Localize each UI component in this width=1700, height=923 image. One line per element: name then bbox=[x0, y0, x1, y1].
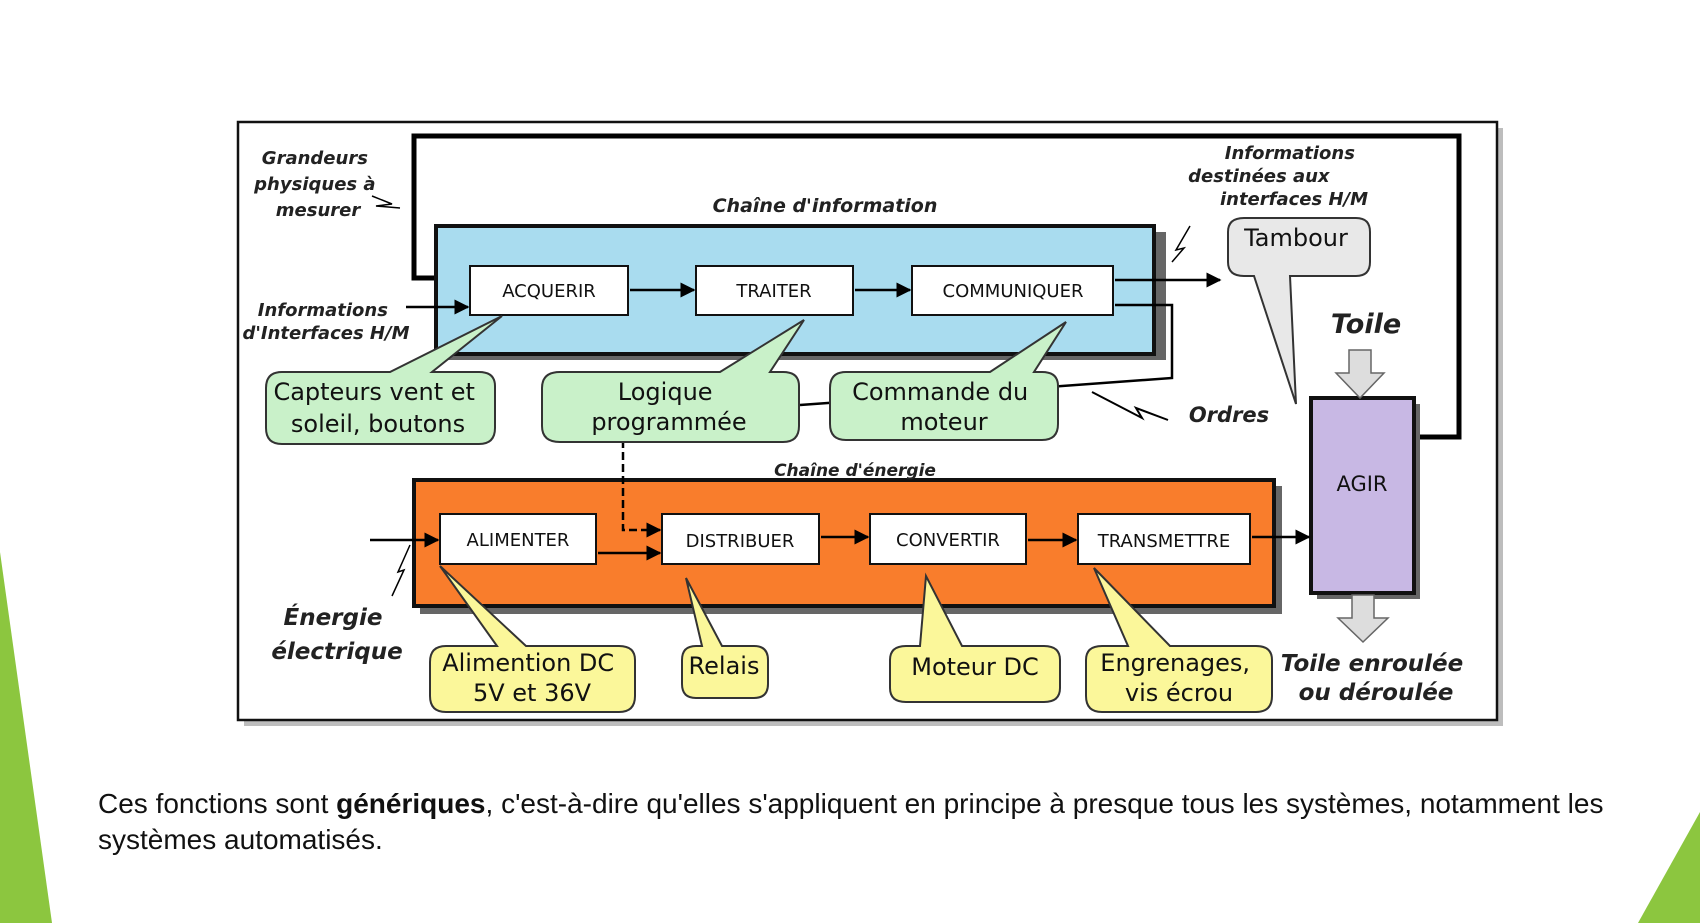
feedback-loop-line bbox=[411, 133, 1462, 440]
energie-label: Énergie électrique bbox=[271, 603, 402, 665]
convertir-label: CONVERTIR bbox=[896, 530, 1000, 551]
traiter-box bbox=[695, 265, 854, 316]
energie-line-1: Énergie bbox=[284, 603, 383, 631]
callout-moteur-text: Moteur DC bbox=[911, 653, 1039, 681]
ordres-label: Ordres bbox=[1189, 403, 1269, 427]
informations-hm-line-1: Informations bbox=[258, 300, 388, 321]
toile-out-arrow bbox=[1336, 594, 1390, 644]
info-destinees-line-3: interfaces H/M bbox=[1220, 189, 1368, 210]
info-destinees-line-2: destinées aux bbox=[1188, 166, 1331, 187]
capteurs-line-2: soleil, boutons bbox=[291, 410, 465, 438]
callout-relais bbox=[681, 577, 769, 699]
caption-after: , c'est-à-dire qu'elles s'appliquent en … bbox=[98, 788, 1604, 855]
alimentation-line-1: Alimention DC bbox=[442, 649, 614, 677]
right-green-accent bbox=[1638, 812, 1700, 923]
zigzag-informations-out bbox=[1171, 225, 1191, 263]
callout-capteurs bbox=[265, 315, 503, 445]
communiquer-box bbox=[911, 265, 1114, 316]
informations-hm-label: Informations d'Interfaces H/M bbox=[243, 300, 410, 344]
engrenages-line-1: Engrenages, bbox=[1100, 649, 1250, 677]
zigzag-ordres bbox=[1091, 391, 1169, 421]
logique-line-2: programmée bbox=[591, 408, 746, 436]
agir-label: AGIR bbox=[1336, 472, 1387, 496]
callout-commande-text: Commande du moteur bbox=[852, 378, 1036, 436]
toile-out-line-2: ou déroulée bbox=[1299, 680, 1454, 706]
grandeurs-line-1: Grandeurs bbox=[262, 148, 368, 169]
callout-alimentation-text: Alimention DC 5V et 36V bbox=[442, 649, 622, 707]
transmettre-label: TRANSMETTRE bbox=[1097, 531, 1230, 552]
callout-logique bbox=[541, 319, 805, 443]
grandeurs-line-3: mesurer bbox=[276, 200, 362, 221]
capteurs-line-1: Capteurs vent et bbox=[273, 378, 474, 406]
callout-commande bbox=[829, 321, 1067, 441]
slide-caption: Ces fonctions sont génériques, c'est-à-d… bbox=[98, 786, 1618, 858]
commande-line-2: moteur bbox=[900, 408, 987, 436]
left-green-accent bbox=[0, 552, 52, 923]
engrenages-line-2: vis écrou bbox=[1125, 679, 1233, 707]
distribuer-label: DISTRIBUER bbox=[686, 531, 795, 552]
caption-bold: génériques bbox=[336, 788, 486, 819]
callout-tambour bbox=[1227, 217, 1371, 405]
traiter-label: TRAITER bbox=[735, 281, 811, 302]
convertir-box bbox=[869, 513, 1027, 565]
distribuer-box bbox=[661, 513, 820, 565]
zigzag-energie bbox=[391, 544, 411, 597]
energie-line-2: électrique bbox=[271, 639, 402, 665]
zigzag-grandeurs bbox=[371, 195, 401, 209]
callout-moteur bbox=[889, 572, 1061, 703]
grandeurs-line-2: physiques à bbox=[253, 174, 375, 195]
info-destinees-line-1: Informations bbox=[1225, 143, 1355, 164]
logique-line-1: Logique bbox=[618, 378, 713, 406]
info-chain-title: Chaîne d'information bbox=[713, 195, 938, 217]
communiquer-label: COMMUNIQUER bbox=[943, 281, 1084, 302]
toile-in-label: Toile bbox=[1331, 309, 1401, 340]
caption-before: Ces fonctions sont bbox=[98, 788, 337, 819]
alimentation-line-2: 5V et 36V bbox=[473, 679, 592, 707]
acquerir-box bbox=[469, 265, 629, 316]
callout-logique-text: Logique programmée bbox=[591, 378, 746, 436]
toile-out-label: Toile enroulée ou déroulée bbox=[1281, 651, 1472, 706]
toile-out-line-1: Toile enroulée bbox=[1281, 651, 1463, 677]
callout-capteurs-text: Capteurs vent et soleil, boutons bbox=[273, 378, 482, 438]
informations-hm-line-2: d'Interfaces H/M bbox=[243, 323, 410, 344]
callout-engrenages bbox=[1085, 567, 1273, 713]
energy-chain-title: Chaîne d'énergie bbox=[774, 461, 936, 481]
commande-line-1: Commande du bbox=[852, 378, 1028, 406]
grandeurs-label: Grandeurs physiques à mesurer bbox=[253, 148, 382, 221]
callout-alimentation bbox=[429, 565, 636, 713]
callout-tambour-text: Tambour bbox=[1243, 224, 1348, 252]
transmettre-box bbox=[1077, 513, 1251, 565]
logique-to-distribuer-line bbox=[621, 440, 662, 538]
alimenter-box bbox=[439, 513, 597, 565]
callout-engrenages-text: Engrenages, vis écrou bbox=[1100, 649, 1257, 707]
acquerir-label: ACQUERIR bbox=[502, 281, 596, 302]
alimenter-label: ALIMENTER bbox=[467, 530, 570, 551]
info-destinees-label: Informations destinées aux interfaces H/… bbox=[1188, 143, 1368, 210]
callout-relais-text: Relais bbox=[689, 652, 760, 680]
toile-in-arrow bbox=[1334, 349, 1386, 400]
agir-block bbox=[1309, 396, 1416, 595]
